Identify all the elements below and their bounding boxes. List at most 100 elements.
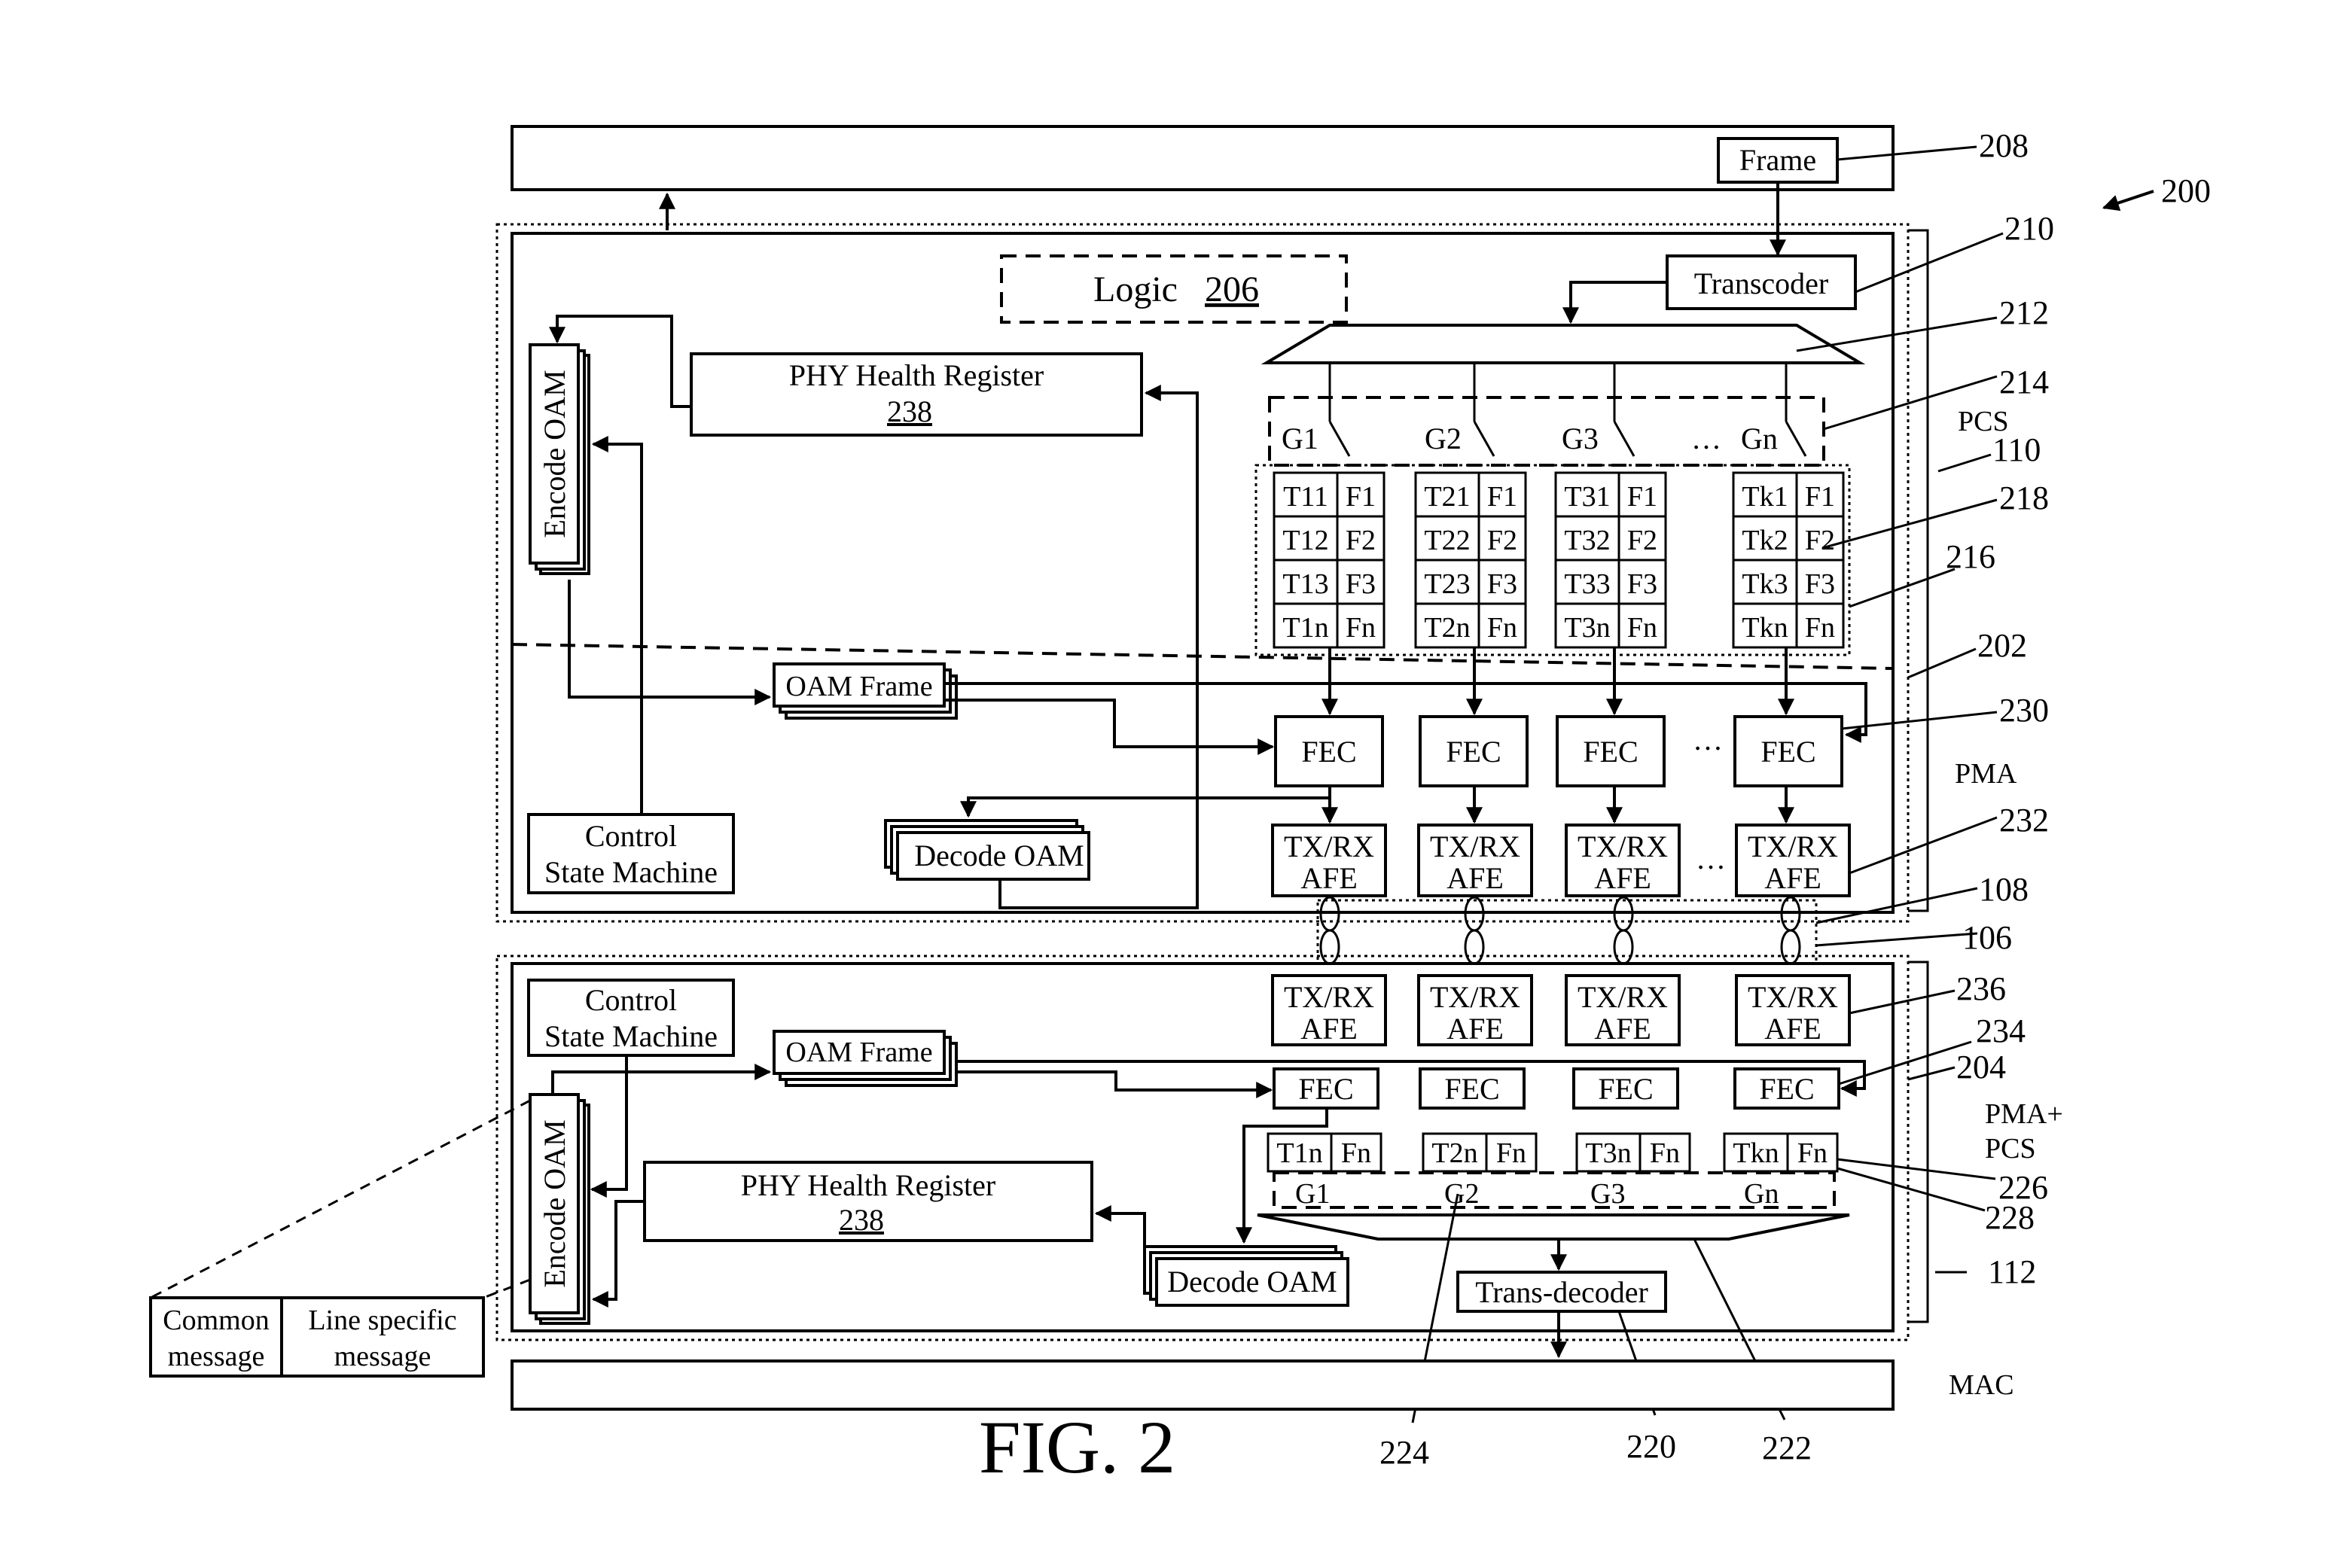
svg-text:Tkn: Tkn (1742, 612, 1788, 644)
group-gn: Gn (1741, 422, 1778, 455)
ref-200: 200 (2161, 172, 2211, 209)
svg-text:G2: G2 (1444, 1178, 1479, 1210)
afe-top-2: TX/RX AFE (1417, 824, 1533, 897)
encode-oam-bottom: Encode OAM (529, 1093, 590, 1325)
svg-text:TX/RX: TX/RX (1284, 980, 1374, 1014)
table-group-3: T31 T32 T33 T3n F1 F2 F3 Fn (1554, 471, 1667, 649)
svg-text:T33: T33 (1564, 568, 1610, 600)
fec-bottom-k (1733, 1067, 1840, 1110)
svg-text:PHY Health Register: PHY Health Register (789, 358, 1044, 392)
svg-text:TX/RX: TX/RX (1578, 830, 1668, 863)
svg-text:Fn: Fn (1496, 1137, 1526, 1169)
svg-text:F2: F2 (1487, 525, 1517, 556)
svg-text:F1: F1 (1487, 481, 1517, 513)
ref-220: 220 (1626, 1428, 1676, 1465)
afe-top-1: TX/RX AFE (1271, 824, 1387, 897)
svg-text:Fn: Fn (1487, 612, 1517, 644)
svg-text:Trans-decoder: Trans-decoder (1475, 1275, 1648, 1309)
svg-text:Tk3: Tk3 (1742, 568, 1788, 600)
ref-210: 210 (2004, 210, 2054, 247)
svg-text:Control: Control (585, 983, 677, 1017)
tn-cell-3: T3n Fn (1575, 1132, 1691, 1173)
svg-text:T3n: T3n (1564, 612, 1610, 644)
svg-text:AFE: AFE (1764, 1012, 1821, 1046)
fec-top-k (1733, 715, 1843, 787)
svg-text:T21: T21 (1424, 481, 1470, 513)
control-state-machine-top (527, 813, 735, 894)
svg-text:Fn: Fn (1627, 612, 1657, 644)
distributor (1261, 324, 1866, 364)
ref-208: 208 (1979, 127, 2029, 164)
svg-text:F2: F2 (1346, 525, 1376, 556)
bottom-mac-bar (511, 1359, 1895, 1411)
ref-234: 234 (1976, 1012, 2026, 1049)
ref-236: 236 (1956, 970, 2006, 1007)
decode-oam-bottom: Decode OAM (1143, 1245, 1349, 1307)
svg-text:F3: F3 (1346, 568, 1376, 600)
svg-text:Line specific: Line specific (308, 1305, 456, 1336)
bottom-inner-block (511, 962, 1895, 1332)
fec-top-2 (1419, 715, 1529, 787)
svg-text:F2: F2 (1627, 525, 1657, 556)
svg-text:T31: T31 (1564, 481, 1610, 513)
svg-text:T22: T22 (1424, 525, 1470, 556)
top-mac-bar (511, 125, 1895, 191)
svg-text:T2n: T2n (1431, 1137, 1477, 1169)
svg-text:Tk1: Tk1 (1742, 481, 1788, 513)
oam-frame-bottom: OAM Frame (773, 1030, 958, 1087)
svg-text:FEC: FEC (1760, 735, 1815, 769)
fec-bottom-1 (1273, 1067, 1379, 1110)
svg-text:Fn: Fn (1650, 1137, 1680, 1169)
svg-text:T23: T23 (1424, 568, 1470, 600)
svg-text:FEC: FEC (1298, 1072, 1353, 1106)
afe-bottom-k: TX/RX AFE (1735, 974, 1851, 1046)
afe-top-k: TX/RX AFE (1735, 824, 1851, 897)
table-group-1: T11 T12 T13 T1n F1 F2 F3 Fn (1273, 471, 1386, 649)
transcoder-label: Transcoder (1694, 266, 1829, 300)
trans-decoder-box (1456, 1271, 1667, 1313)
svg-text:message: message (334, 1341, 431, 1372)
svg-text:T13: T13 (1282, 568, 1328, 600)
svg-text:TX/RX: TX/RX (1748, 830, 1838, 863)
svg-text:F1: F1 (1805, 481, 1835, 513)
svg-text:OAM Frame: OAM Frame (785, 671, 932, 702)
ref-224: 224 (1379, 1434, 1429, 1471)
afe-bottom-3: TX/RX AFE (1565, 974, 1681, 1046)
afe-top-3: TX/RX AFE (1565, 824, 1681, 897)
svg-text:TX/RX: TX/RX (1748, 980, 1838, 1014)
svg-text:Decode OAM: Decode OAM (1167, 1265, 1337, 1299)
table-group-k: Tk1 Tk2 Tk3 Tkn F1 F2 F3 Fn (1732, 471, 1845, 649)
svg-text:TX/RX: TX/RX (1284, 830, 1374, 863)
pma-label: PMA (1955, 758, 2017, 790)
twisted-pairs (1319, 896, 1801, 965)
svg-text:Fn: Fn (1797, 1137, 1828, 1169)
svg-text:Gn: Gn (1744, 1178, 1779, 1210)
svg-text:Control: Control (585, 819, 677, 853)
svg-text:G3: G3 (1590, 1178, 1625, 1210)
svg-text:message: message (168, 1341, 265, 1372)
svg-text:FEC: FEC (1759, 1072, 1814, 1106)
svg-text:F3: F3 (1627, 568, 1657, 600)
afe-bottom-1: TX/RX AFE (1271, 974, 1387, 1046)
svg-text:T3n: T3n (1585, 1137, 1631, 1169)
svg-text:FEC: FEC (1446, 735, 1501, 769)
ref-106: 106 (1962, 919, 2012, 956)
group-ellipsis: … (1691, 422, 1721, 455)
svg-text:T1n: T1n (1282, 612, 1328, 644)
fec-top-1 (1274, 715, 1384, 787)
group-switches (1328, 363, 1807, 457)
decode-oam-top: Decode OAM (884, 819, 1090, 881)
svg-text:TX/RX: TX/RX (1430, 980, 1520, 1014)
svg-text:F3: F3 (1487, 568, 1517, 600)
figure-caption: FIG. 2 (979, 1405, 1175, 1489)
svg-text:F3: F3 (1805, 568, 1835, 600)
svg-text:PHY Health Register: PHY Health Register (741, 1168, 995, 1202)
svg-text:T2n: T2n (1424, 612, 1470, 644)
group-box-bottom (1273, 1171, 1836, 1209)
svg-text:T1n: T1n (1276, 1137, 1322, 1169)
svg-text:State Machine: State Machine (544, 855, 718, 889)
transcoder-box (1666, 254, 1857, 310)
fec-top-3 (1556, 715, 1666, 787)
tn-cell-1: T1n Fn (1267, 1132, 1382, 1173)
